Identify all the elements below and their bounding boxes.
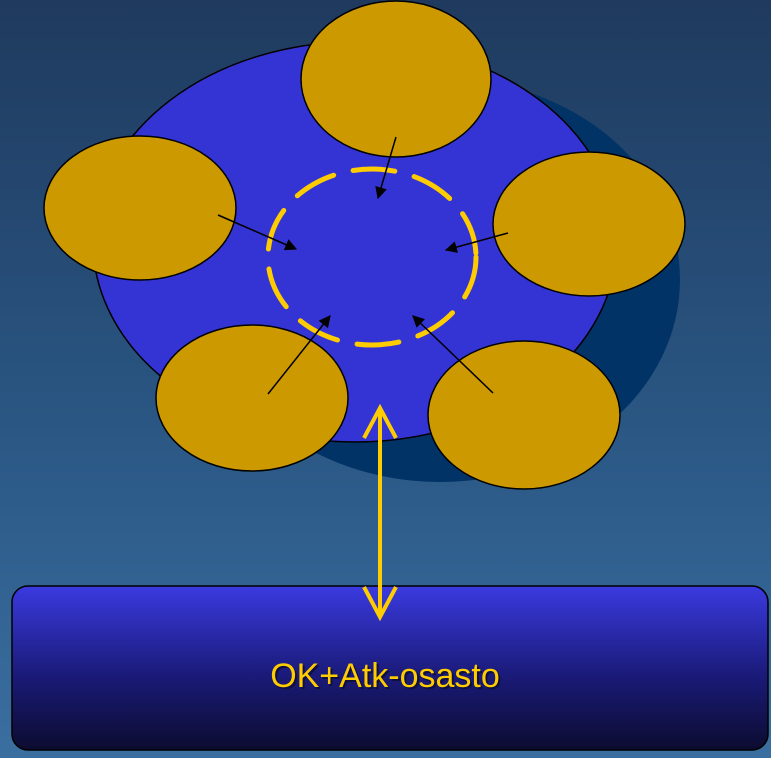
department-label-shadow: OK+Atk-osasto: [272, 659, 502, 697]
department-label: OK+Atk-osasto: [270, 657, 500, 695]
unit-left: [43, 135, 237, 281]
unit-bottom-right: [427, 340, 621, 490]
arrow-top-to-core: [375, 136, 397, 200]
arrow-right-to-core: [444, 232, 509, 253]
dashed-core-ring: [265, 166, 479, 348]
unit-right: [492, 151, 686, 297]
arrow-bottom-right-to-core: [412, 315, 494, 394]
unit-top: [300, 0, 492, 158]
department-box: [11, 585, 769, 751]
arrow-bottom-left-to-core: [267, 315, 331, 395]
connector-arrowhead-bottom: [362, 586, 398, 622]
arrow-left-to-core: [217, 214, 298, 251]
connector-arrowhead-top: [362, 403, 398, 439]
unit-bottom-left: [155, 324, 349, 472]
